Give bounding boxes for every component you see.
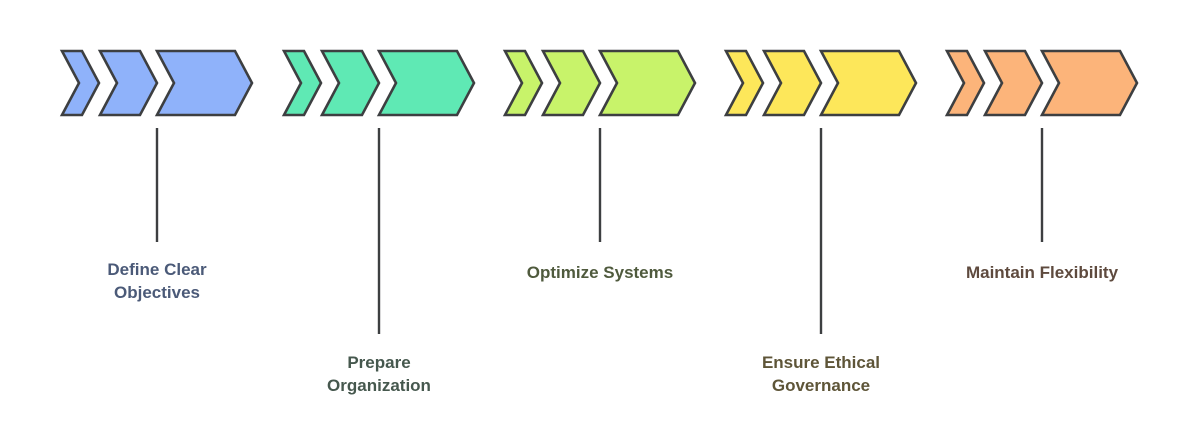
step-3-chevron-1 (502, 49, 544, 117)
step-group-2 (281, 49, 476, 334)
step-group-4 (723, 49, 918, 334)
step-1-chevron-2 (97, 49, 159, 117)
step-5-chevron-2 (982, 49, 1044, 117)
step-5-chevron-3 (1039, 49, 1139, 117)
step-1-chevron-1 (59, 49, 101, 117)
step-label-optimize-systems: Optimize Systems (526, 263, 674, 282)
step-group-1 (59, 49, 254, 242)
step-4-chevron-1 (723, 49, 765, 117)
step-1-chevron-3 (154, 49, 254, 117)
step-2-chevron-2 (319, 49, 381, 117)
step-label-maintain-flexibility: Maintain Flexibility (965, 263, 1119, 282)
step-3-chevron-2 (540, 49, 602, 117)
step-label-ensure-ethical-governance: Ensure Ethical Governance (761, 353, 881, 395)
step-5-chevron-1 (944, 49, 986, 117)
step-label-define-clear-objectives: Define Clear Objectives (107, 260, 207, 302)
step-4-chevron-2 (761, 49, 823, 117)
step-label-prepare-organization: Prepare Organization (327, 353, 431, 395)
step-group-5 (944, 49, 1139, 242)
step-4-chevron-3 (818, 49, 918, 117)
step-2-chevron-3 (376, 49, 476, 117)
step-3-chevron-3 (597, 49, 697, 117)
step-group-3 (502, 49, 697, 242)
step-2-chevron-1 (281, 49, 323, 117)
